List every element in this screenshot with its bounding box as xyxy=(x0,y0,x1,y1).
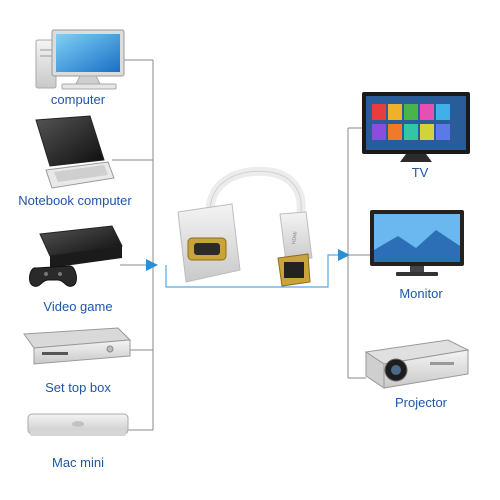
label-computer: computer xyxy=(50,92,106,107)
label-set-top-box: Set top box xyxy=(45,380,111,395)
label-mac-mini: Mac mini xyxy=(51,455,104,470)
output-arrow xyxy=(338,249,350,261)
adapter-plug-text: HDMI xyxy=(291,231,299,244)
game-console-icon xyxy=(29,225,123,287)
source-connector-lines xyxy=(112,59,154,431)
hdmi-to-vga-adapter-icon: HDMI xyxy=(177,166,313,287)
source-arrow xyxy=(146,259,158,271)
set-top-box-icon xyxy=(23,327,132,365)
label-tv: TV xyxy=(411,165,429,180)
desktop-computer-icon xyxy=(35,29,125,90)
label-video-game: Video game xyxy=(43,299,113,314)
monitor-icon xyxy=(370,210,464,276)
adapter-signal-line xyxy=(165,254,338,288)
projector-icon xyxy=(364,339,470,389)
laptop-icon xyxy=(35,115,115,189)
tv-icon xyxy=(362,92,470,162)
label-projector: Projector xyxy=(394,395,448,410)
label-monitor: Monitor xyxy=(399,286,443,301)
mac-mini-icon xyxy=(27,413,129,436)
label-notebook-computer: Notebook computer xyxy=(18,193,132,208)
output-connector-lines xyxy=(347,127,370,379)
